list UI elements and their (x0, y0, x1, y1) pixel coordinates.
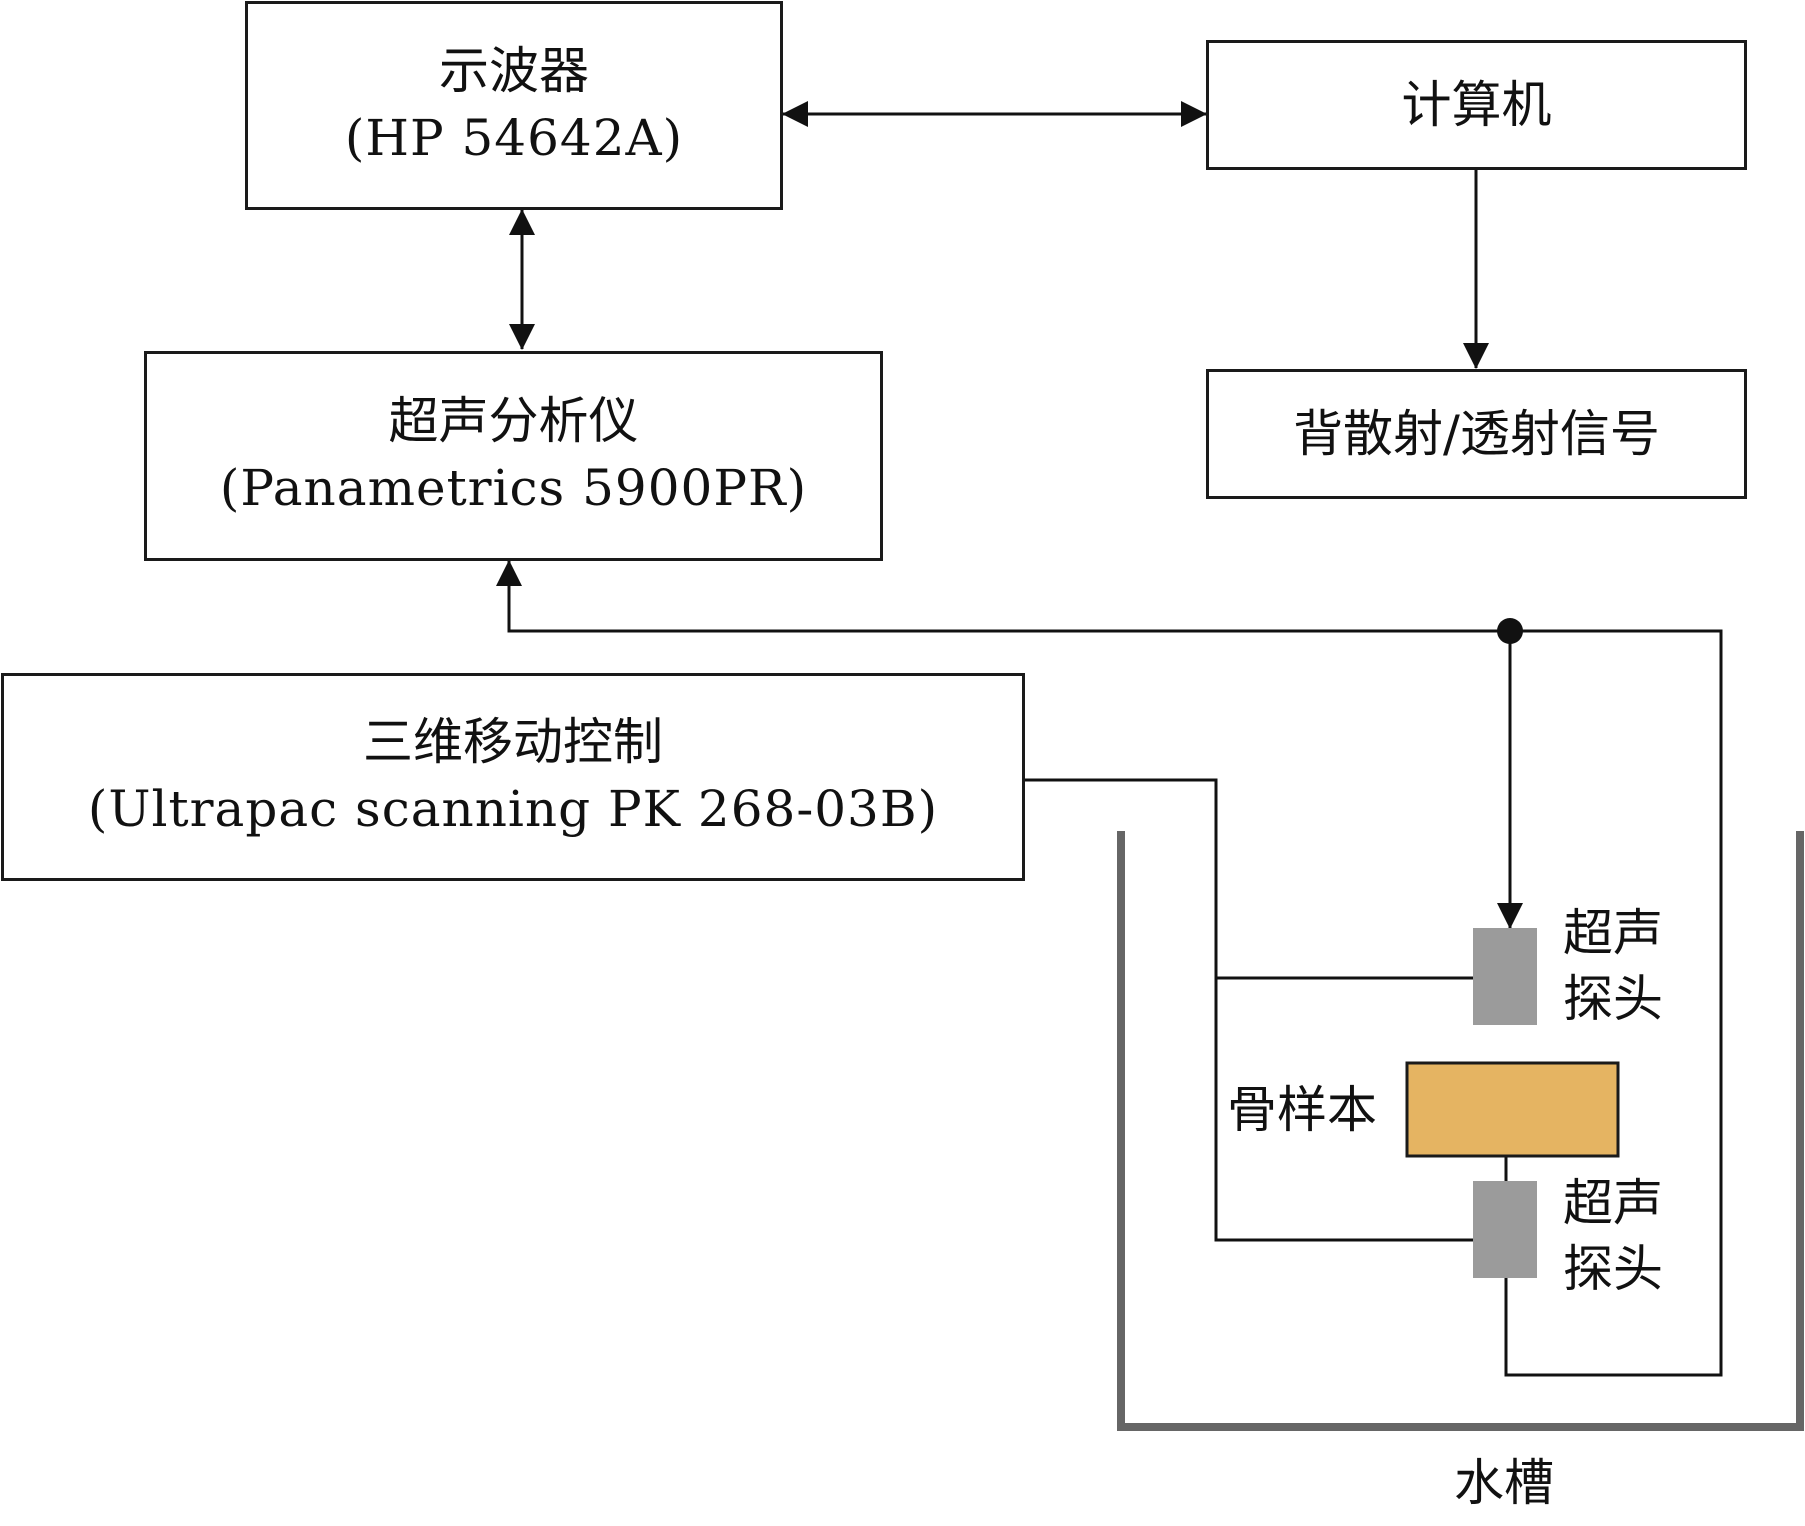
bone-sample-block (1405, 1061, 1620, 1158)
analyzer-model: (Panametrics 5900PR) (219, 459, 808, 517)
motion-control-model: (Ultrapac scanning PK 268-03B) (87, 780, 939, 838)
probe-top-label-line1: 超声 (1563, 904, 1663, 962)
probe-top-label-line2: 探头 (1563, 970, 1663, 1028)
motion-control-arm (1025, 778, 1473, 1242)
probe-bottom-label: 超声 探头 (1563, 1170, 1683, 1302)
ultrasound-analyzer-box: 超声分析仪 (Panametrics 5900PR) (144, 351, 883, 561)
probe-wiring-loop (496, 560, 1723, 1377)
oscilloscope-box: 示波器 (HP 54642A) (245, 1, 783, 210)
signal-output-box: 背散射/透射信号 (1206, 369, 1747, 499)
signal-output-title: 背散射/透射信号 (1293, 405, 1660, 463)
motion-control-box: 三维移动控制 (Ultrapac scanning PK 268-03B) (1, 673, 1025, 881)
oscilloscope-title: 示波器 (439, 41, 589, 100)
motion-control-title: 三维移动控制 (363, 713, 663, 771)
computer-box: 计算机 (1206, 40, 1747, 170)
probe-bottom-block (1473, 1181, 1537, 1278)
probe-bottom-label-line2: 探头 (1563, 1240, 1663, 1298)
oscilloscope-model: (HP 54642A) (344, 108, 684, 167)
probe-bottom-label-line1: 超声 (1563, 1174, 1663, 1232)
computer-title: 计算机 (1401, 76, 1552, 134)
probe-top-label: 超声 探头 (1563, 900, 1683, 1032)
water-tank-label: 水槽 (1454, 1454, 1554, 1512)
water-tank-wall (1117, 831, 1804, 1431)
analyzer-title: 超声分析仪 (388, 392, 639, 450)
probe-top-block (1473, 928, 1537, 1025)
bone-sample-label: 骨样本 (1227, 1081, 1377, 1139)
